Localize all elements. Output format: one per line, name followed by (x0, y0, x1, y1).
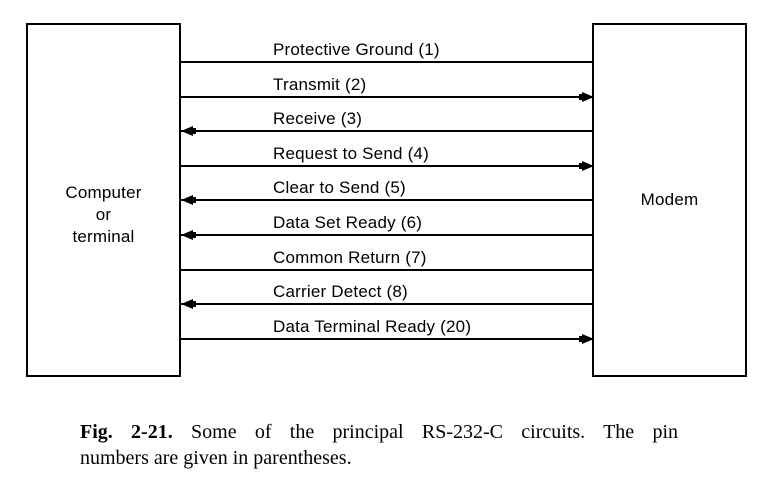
arrowhead-left-icon (181, 230, 196, 240)
circuit-data-set-ready: Data Set Ready (6) (181, 214, 594, 240)
circuit-label: Data Terminal Ready (20) (273, 317, 472, 336)
circuit-label: Data Set Ready (6) (273, 213, 423, 232)
arrowhead-right-icon (579, 334, 594, 344)
caption-fig-label: Fig. 2-21. (80, 421, 173, 443)
circuit-carrier-detect: Carrier Detect (8) (181, 283, 594, 309)
circuit-label: Request to Send (4) (273, 144, 429, 163)
arrowhead-left-icon (181, 195, 196, 205)
circuit-common-return: Common Return (7) (181, 249, 594, 271)
caption-line-2: numbers are given in parentheses. (80, 447, 352, 469)
modem-box: Modem (592, 23, 747, 377)
arrowhead-left-icon (181, 299, 196, 309)
circuit-label: Carrier Detect (8) (273, 282, 408, 301)
computer-box-label: Computer or terminal (65, 183, 142, 246)
circuit-clear-to-send: Clear to Send (5) (181, 179, 594, 205)
circuit-label: Transmit (2) (273, 75, 367, 94)
arrowhead-right-icon (579, 161, 594, 171)
arrowhead-left-icon (181, 126, 196, 136)
modem-box-label: Modem (640, 190, 699, 209)
circuit-request-to-send: Request to Send (4) (181, 145, 594, 171)
circuit-label: Common Return (7) (273, 248, 427, 267)
circuit-label: Clear to Send (5) (273, 178, 406, 197)
arrowhead-right-icon (579, 92, 594, 102)
computer-box: Computer or terminal (26, 23, 181, 377)
circuit-transmit: Transmit (2) (181, 76, 594, 102)
caption-line-1: Fig. 2-21. Some of the principal RS-232-… (80, 419, 678, 445)
circuit-data-terminal-ready: Data Terminal Ready (20) (181, 318, 594, 344)
circuit-label: Protective Ground (1) (273, 40, 440, 59)
figure-caption: Fig. 2-21. Some of the principal RS-232-… (80, 419, 678, 471)
circuit-protective-ground: Protective Ground (1) (181, 41, 594, 63)
circuit-label: Receive (3) (273, 109, 363, 128)
circuit-receive: Receive (3) (181, 110, 594, 136)
caption-line1-text: Some of the principal RS-232-C circuits.… (191, 421, 679, 443)
